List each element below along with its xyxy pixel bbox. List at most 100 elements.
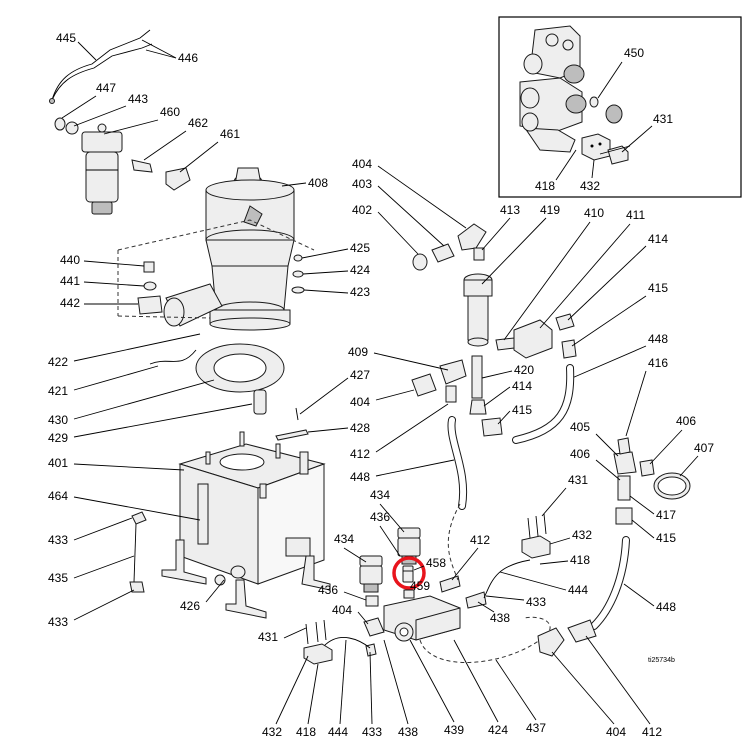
label-425: 425 xyxy=(350,241,370,255)
label-426: 426 xyxy=(180,599,200,613)
label-434-lower: 434 xyxy=(334,532,354,546)
leader-433-left-bottom xyxy=(73,589,135,621)
air-hose-445-drawing xyxy=(49,29,153,104)
label-418-right: 418 xyxy=(570,553,590,567)
leader-414-mid xyxy=(483,386,511,407)
fittings-404-412-bottom-right xyxy=(537,619,597,657)
hardware-423-425-drawing xyxy=(291,254,305,294)
label-408: 408 xyxy=(308,176,328,190)
leader-433-right xyxy=(485,595,525,601)
leader-428 xyxy=(307,427,349,433)
label-436-upper: 436 xyxy=(370,510,390,524)
leader-405 xyxy=(595,433,619,457)
leader-462 xyxy=(143,130,187,161)
label-424-bottom: 424 xyxy=(488,723,508,737)
leader-404-pump xyxy=(357,611,369,625)
elbow-461-drawing xyxy=(165,167,191,191)
label-450: 450 xyxy=(624,46,644,60)
label-440: 440 xyxy=(60,253,80,267)
leader-425 xyxy=(301,248,349,259)
return-line-437-drawing xyxy=(419,503,551,663)
label-428: 428 xyxy=(350,421,370,435)
air-line-444-drawing xyxy=(323,559,531,649)
leader-437 xyxy=(495,659,537,721)
leader-431-right xyxy=(541,487,567,517)
label-462: 462 xyxy=(188,116,208,130)
leader-411 xyxy=(539,223,631,329)
highlight-circle-458 xyxy=(392,556,426,590)
strip-428-drawing xyxy=(275,407,309,441)
leader-418-right xyxy=(539,560,569,565)
leader-440 xyxy=(83,260,145,267)
label-464: 464 xyxy=(48,489,68,503)
fittings-402-404-drawing xyxy=(412,223,487,271)
tube-420-drawing xyxy=(469,355,487,415)
leader-422 xyxy=(73,333,201,362)
label-436-lower: 436 xyxy=(318,583,338,597)
dashed-mount-outline xyxy=(117,219,315,319)
label-424-top: 424 xyxy=(350,263,370,277)
label-458: 458 xyxy=(426,556,446,570)
leader-461 xyxy=(179,141,219,173)
leader-404-bottom xyxy=(551,651,615,725)
label-448-right: 448 xyxy=(656,600,676,614)
leader-415-top xyxy=(571,295,647,347)
leader-410 xyxy=(503,221,591,341)
label-416: 416 xyxy=(648,356,668,370)
leader-464 xyxy=(73,496,201,521)
filter-429-drawing xyxy=(253,389,267,415)
label-432-inset: 432 xyxy=(580,179,600,193)
leader-450 xyxy=(597,61,623,99)
label-419: 419 xyxy=(540,203,560,217)
label-439: 439 xyxy=(444,723,464,737)
leader-446a xyxy=(141,39,177,59)
hose-448-left-drawing xyxy=(447,416,468,510)
hose-448-upper-right-drawing xyxy=(512,364,575,444)
label-433-left-bottom: 433 xyxy=(48,615,68,629)
label-427: 427 xyxy=(350,368,370,382)
label-442: 442 xyxy=(60,296,80,310)
label-433-right: 433 xyxy=(526,595,546,609)
leader-448-top xyxy=(571,345,647,379)
label-430: 430 xyxy=(48,413,68,427)
label-446: 446 xyxy=(178,51,198,65)
leader-429 xyxy=(73,403,253,438)
part-431-screws-drawing xyxy=(599,145,631,165)
label-444-bottom: 444 xyxy=(328,725,348,739)
label-404-pump: 404 xyxy=(332,603,352,617)
label-405: 405 xyxy=(570,420,590,434)
leader-430 xyxy=(73,379,215,420)
label-460: 460 xyxy=(160,105,180,119)
valve-manifold-drawing xyxy=(519,25,587,153)
leader-414-top xyxy=(567,245,647,321)
leader-427 xyxy=(299,377,349,415)
label-417: 417 xyxy=(656,508,676,522)
label-410: 410 xyxy=(584,206,604,220)
label-404-top: 404 xyxy=(352,157,372,171)
label-438-right: 438 xyxy=(490,611,510,625)
leader-406-left xyxy=(595,459,621,481)
label-404-mid: 404 xyxy=(350,395,370,409)
leader-446b xyxy=(145,49,177,59)
leader-424-bottom xyxy=(453,639,499,723)
label-414-mid: 414 xyxy=(512,379,532,393)
leader-417 xyxy=(629,495,655,515)
label-415-top: 415 xyxy=(648,281,668,295)
leader-418-inset xyxy=(555,149,577,181)
gasket-430-drawing xyxy=(195,343,285,393)
leader-444-bottom xyxy=(339,639,347,725)
label-434-upper: 434 xyxy=(370,488,390,502)
leader-421 xyxy=(73,365,159,391)
leader-439 xyxy=(409,639,455,723)
leader-403 xyxy=(377,185,445,247)
fittings-414-415-mid-drawing xyxy=(481,417,503,437)
filter-housing-419-drawing xyxy=(463,273,493,347)
label-412-right: 412 xyxy=(470,533,490,547)
label-445: 445 xyxy=(56,31,76,45)
leader-436-lower xyxy=(343,591,367,601)
label-406-right: 406 xyxy=(676,414,696,428)
label-448-mid: 448 xyxy=(350,470,370,484)
leader-404-top xyxy=(377,165,467,229)
fittings-459-436-drawing xyxy=(365,589,415,607)
outlet-elbow-drawing xyxy=(163,283,223,327)
